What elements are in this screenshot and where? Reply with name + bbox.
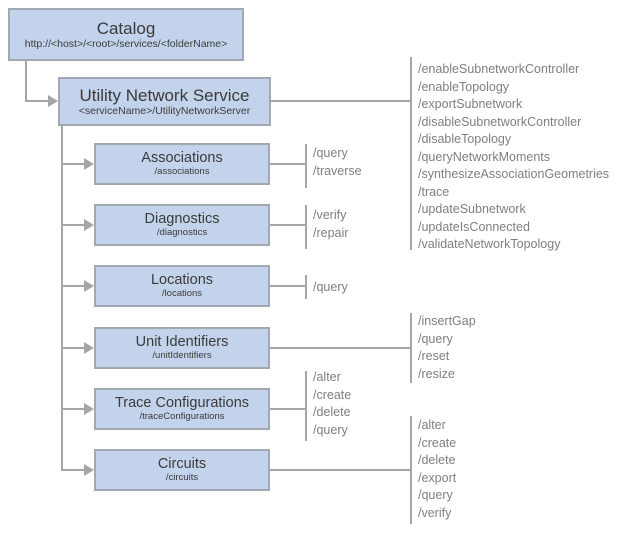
node-catalog: Catalog http://<host>/<root>/services/<f… — [8, 8, 244, 61]
operation-label: /traverse — [313, 164, 362, 178]
node-subtitle: http://<host>/<root>/services/<folderNam… — [24, 37, 228, 50]
connector-service-operations — [271, 100, 410, 102]
arrowhead-icon — [84, 342, 94, 354]
operation-label: /repair — [313, 226, 349, 240]
arrowhead-icon — [84, 464, 94, 476]
node-title: Unit Identifiers — [135, 334, 229, 351]
operation-label: /updateIsConnected — [418, 219, 530, 234]
connector-associations-operations — [270, 163, 305, 165]
connector-catalog-down — [25, 61, 27, 102]
node-subtitle: /circuits — [165, 472, 199, 484]
connector-locations-operations — [270, 285, 305, 287]
operation-label: /insertGap — [418, 314, 476, 328]
node-subtitle: /diagnostics — [156, 227, 208, 239]
arrowhead-icon — [84, 158, 94, 170]
connector-branch-locations — [61, 285, 85, 287]
connector-branch-circuits — [61, 469, 85, 471]
node-subtitle: /locations — [161, 288, 203, 300]
operation-label: /create — [313, 387, 352, 402]
operations-list-locations: /query — [313, 278, 348, 296]
list-rail-circuits — [410, 416, 412, 524]
operation-label: /queryNetworkMoments — [418, 149, 550, 164]
connector-unit-identifiers-operations — [270, 347, 410, 349]
node-circuits: Circuits /circuits — [94, 449, 270, 491]
node-unit-identifiers: Unit Identifiers /unitIdentifiers — [94, 327, 270, 369]
operation-label: /delete — [418, 453, 456, 467]
list-tick-diagnostics — [305, 205, 307, 249]
node-title: Diagnostics — [144, 211, 220, 228]
operation-label: /disableTopology — [418, 132, 512, 146]
node-locations: Locations /locations — [94, 265, 270, 307]
list-rail-service — [410, 57, 412, 250]
operation-label: /resize — [418, 366, 455, 381]
operation-label: /query — [418, 331, 453, 346]
node-utility-network-service: Utility Network Service <serviceName>/Ut… — [58, 77, 271, 126]
operation-label: /enableSubnetworkController — [418, 62, 580, 76]
operation-label: /alter — [313, 370, 341, 384]
node-subtitle: <serviceName>/UtilityNetworkServer — [78, 104, 251, 117]
operation-label: /verify — [418, 505, 452, 520]
node-title: Associations — [141, 150, 223, 167]
node-title: Locations — [150, 272, 214, 289]
operation-label: /reset — [418, 349, 450, 363]
list-tick-associations — [305, 144, 307, 188]
node-subtitle: /traceConfigurations — [139, 411, 225, 423]
operations-list-circuits: /alter/create/delete/export/query/verify — [418, 417, 456, 522]
connector-branch-trace-configurations — [61, 408, 85, 410]
arrowhead-icon — [84, 219, 94, 231]
operations-list-associations: /query/traverse — [313, 144, 362, 180]
connector-catalog-right — [25, 100, 49, 102]
operation-label: /updateSubnetwork — [418, 202, 526, 216]
operation-label: /exportSubnetwork — [418, 97, 523, 111]
operation-label: /query — [313, 146, 348, 160]
operation-label: /alter — [418, 418, 446, 432]
connector-circuits-operations — [270, 469, 410, 471]
operation-label: /query — [313, 280, 348, 294]
operation-label: /enableTopology — [418, 79, 510, 94]
node-title: Circuits — [157, 456, 207, 473]
connector-diagnostics-operations — [270, 224, 305, 226]
list-tick-locations — [305, 275, 307, 299]
node-title: Utility Network Service — [79, 85, 250, 105]
node-trace-configurations: Trace Configurations /traceConfiguration… — [94, 388, 270, 430]
operation-label: /verify — [313, 208, 347, 222]
operation-label: /validateNetworkTopology — [418, 237, 561, 251]
operation-label: /delete — [313, 405, 351, 419]
connector-service-trunk — [61, 126, 63, 471]
node-diagnostics: Diagnostics /diagnostics — [94, 204, 270, 246]
connector-trace-configurations-operations — [270, 408, 305, 410]
operation-label: /synthesizeAssociationGeometries — [418, 167, 610, 181]
connector-branch-associations — [61, 163, 85, 165]
arrowhead-icon — [84, 280, 94, 292]
operations-list-diagnostics: /verify/repair — [313, 206, 348, 242]
node-title: Catalog — [96, 18, 156, 38]
node-subtitle: /associations — [154, 166, 210, 178]
arrowhead-icon — [84, 403, 94, 415]
connector-branch-diagnostics — [61, 224, 85, 226]
node-associations: Associations /associations — [94, 143, 270, 185]
operations-list-unit-identifiers: /insertGap/query/reset/resize — [418, 313, 476, 383]
operation-label: /trace — [418, 184, 450, 199]
operations-list-trace-configurations: /alter/create/delete/query — [313, 369, 351, 439]
list-rail-unit-identifiers — [410, 313, 412, 383]
operation-label: /disableSubnetworkController — [418, 114, 582, 129]
operation-label: /create — [418, 435, 457, 450]
list-tick-trace-configurations — [305, 371, 307, 441]
node-subtitle: /unitIdentifiers — [152, 350, 212, 362]
arrowhead-icon — [48, 95, 58, 107]
node-title: Trace Configurations — [114, 395, 250, 412]
operations-list-service: /enableSubnetworkController/enableTopolo… — [418, 61, 609, 254]
operation-label: /query — [418, 488, 453, 502]
operation-label: /query — [313, 422, 348, 437]
connector-branch-unit-identifiers — [61, 347, 85, 349]
operation-label: /export — [418, 470, 457, 485]
